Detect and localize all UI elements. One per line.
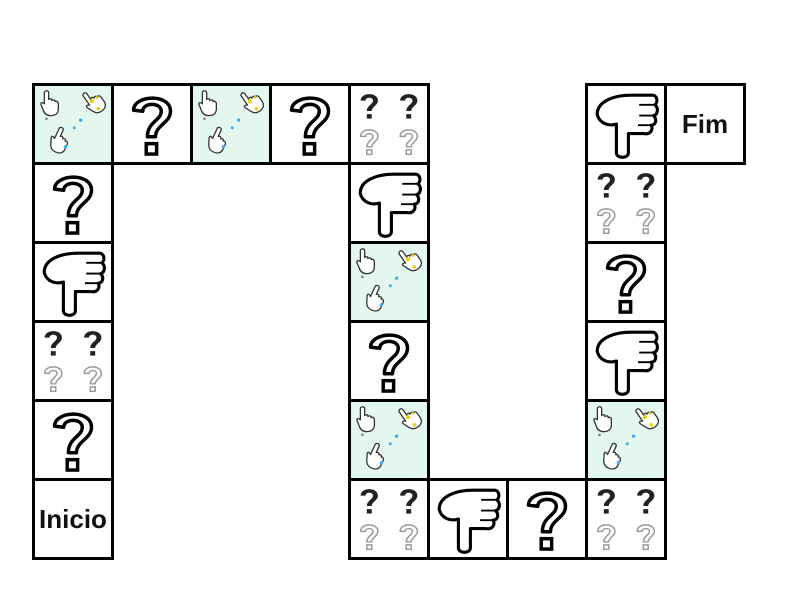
hands-cluster-icon <box>588 402 664 478</box>
question-icon <box>275 87 345 161</box>
question-icon <box>38 166 108 240</box>
board-cell-pointer[interactable] <box>585 320 667 402</box>
quad-question-icon <box>36 324 110 398</box>
board-cell-question[interactable] <box>585 241 667 323</box>
question-icon <box>354 324 424 398</box>
board-cell-quad-question[interactable] <box>348 478 430 560</box>
board-cell-question[interactable] <box>506 478 588 560</box>
pointing-hand-icon <box>590 88 662 160</box>
hands-cluster-icon <box>351 244 427 320</box>
question-icon <box>38 403 108 477</box>
board-cell-question[interactable] <box>32 162 114 244</box>
hands-cluster-icon <box>193 86 269 162</box>
hands-cluster-icon <box>35 86 111 162</box>
hands-cluster-icon <box>351 402 427 478</box>
pointing-hand-icon <box>353 167 425 239</box>
board-cell-question[interactable] <box>32 399 114 481</box>
board-cell-hands[interactable] <box>32 83 114 165</box>
pointing-hand-icon <box>37 246 109 318</box>
board-cell-quad-question[interactable] <box>32 320 114 402</box>
question-icon <box>117 87 187 161</box>
board-cell-start[interactable]: Inicio <box>32 478 114 560</box>
board-cell-pointer[interactable] <box>427 478 509 560</box>
board-cell-pointer[interactable] <box>348 162 430 244</box>
board-cell-hands[interactable] <box>348 399 430 481</box>
board-cell-quad-question[interactable] <box>585 162 667 244</box>
pointing-hand-icon <box>432 483 504 555</box>
quad-question-icon <box>589 166 663 240</box>
end-label: Fim <box>681 108 729 139</box>
board-cell-end[interactable]: Fim <box>664 83 746 165</box>
board-cell-hands[interactable] <box>190 83 272 165</box>
question-icon <box>591 245 661 319</box>
board-cell-question[interactable] <box>269 83 351 165</box>
question-icon <box>512 482 582 556</box>
pointing-hand-icon <box>590 325 662 397</box>
quad-question-icon <box>352 87 426 161</box>
board-cell-hands[interactable] <box>348 241 430 323</box>
board-cell-quad-question[interactable] <box>585 478 667 560</box>
board-cell-pointer[interactable] <box>585 83 667 165</box>
board-cell-question[interactable] <box>348 320 430 402</box>
start-label: Inicio <box>39 503 107 534</box>
board-cell-hands[interactable] <box>585 399 667 481</box>
quad-question-icon <box>589 482 663 556</box>
board-cell-question[interactable] <box>111 83 193 165</box>
board-cell-pointer[interactable] <box>32 241 114 323</box>
board-cell-quad-question[interactable] <box>348 83 430 165</box>
quad-question-icon <box>352 482 426 556</box>
